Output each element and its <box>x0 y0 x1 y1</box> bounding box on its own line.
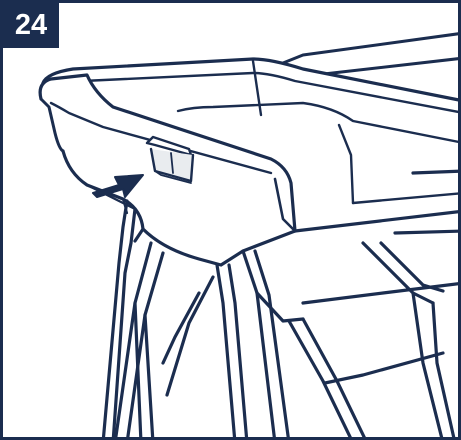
chair-legs <box>101 199 458 437</box>
step-number-badge: 24 <box>3 3 59 48</box>
tray-release-button <box>145 135 195 184</box>
arrow-right-icon <box>92 174 144 198</box>
high-chair-illustration <box>38 32 458 437</box>
background-rim <box>276 32 458 77</box>
